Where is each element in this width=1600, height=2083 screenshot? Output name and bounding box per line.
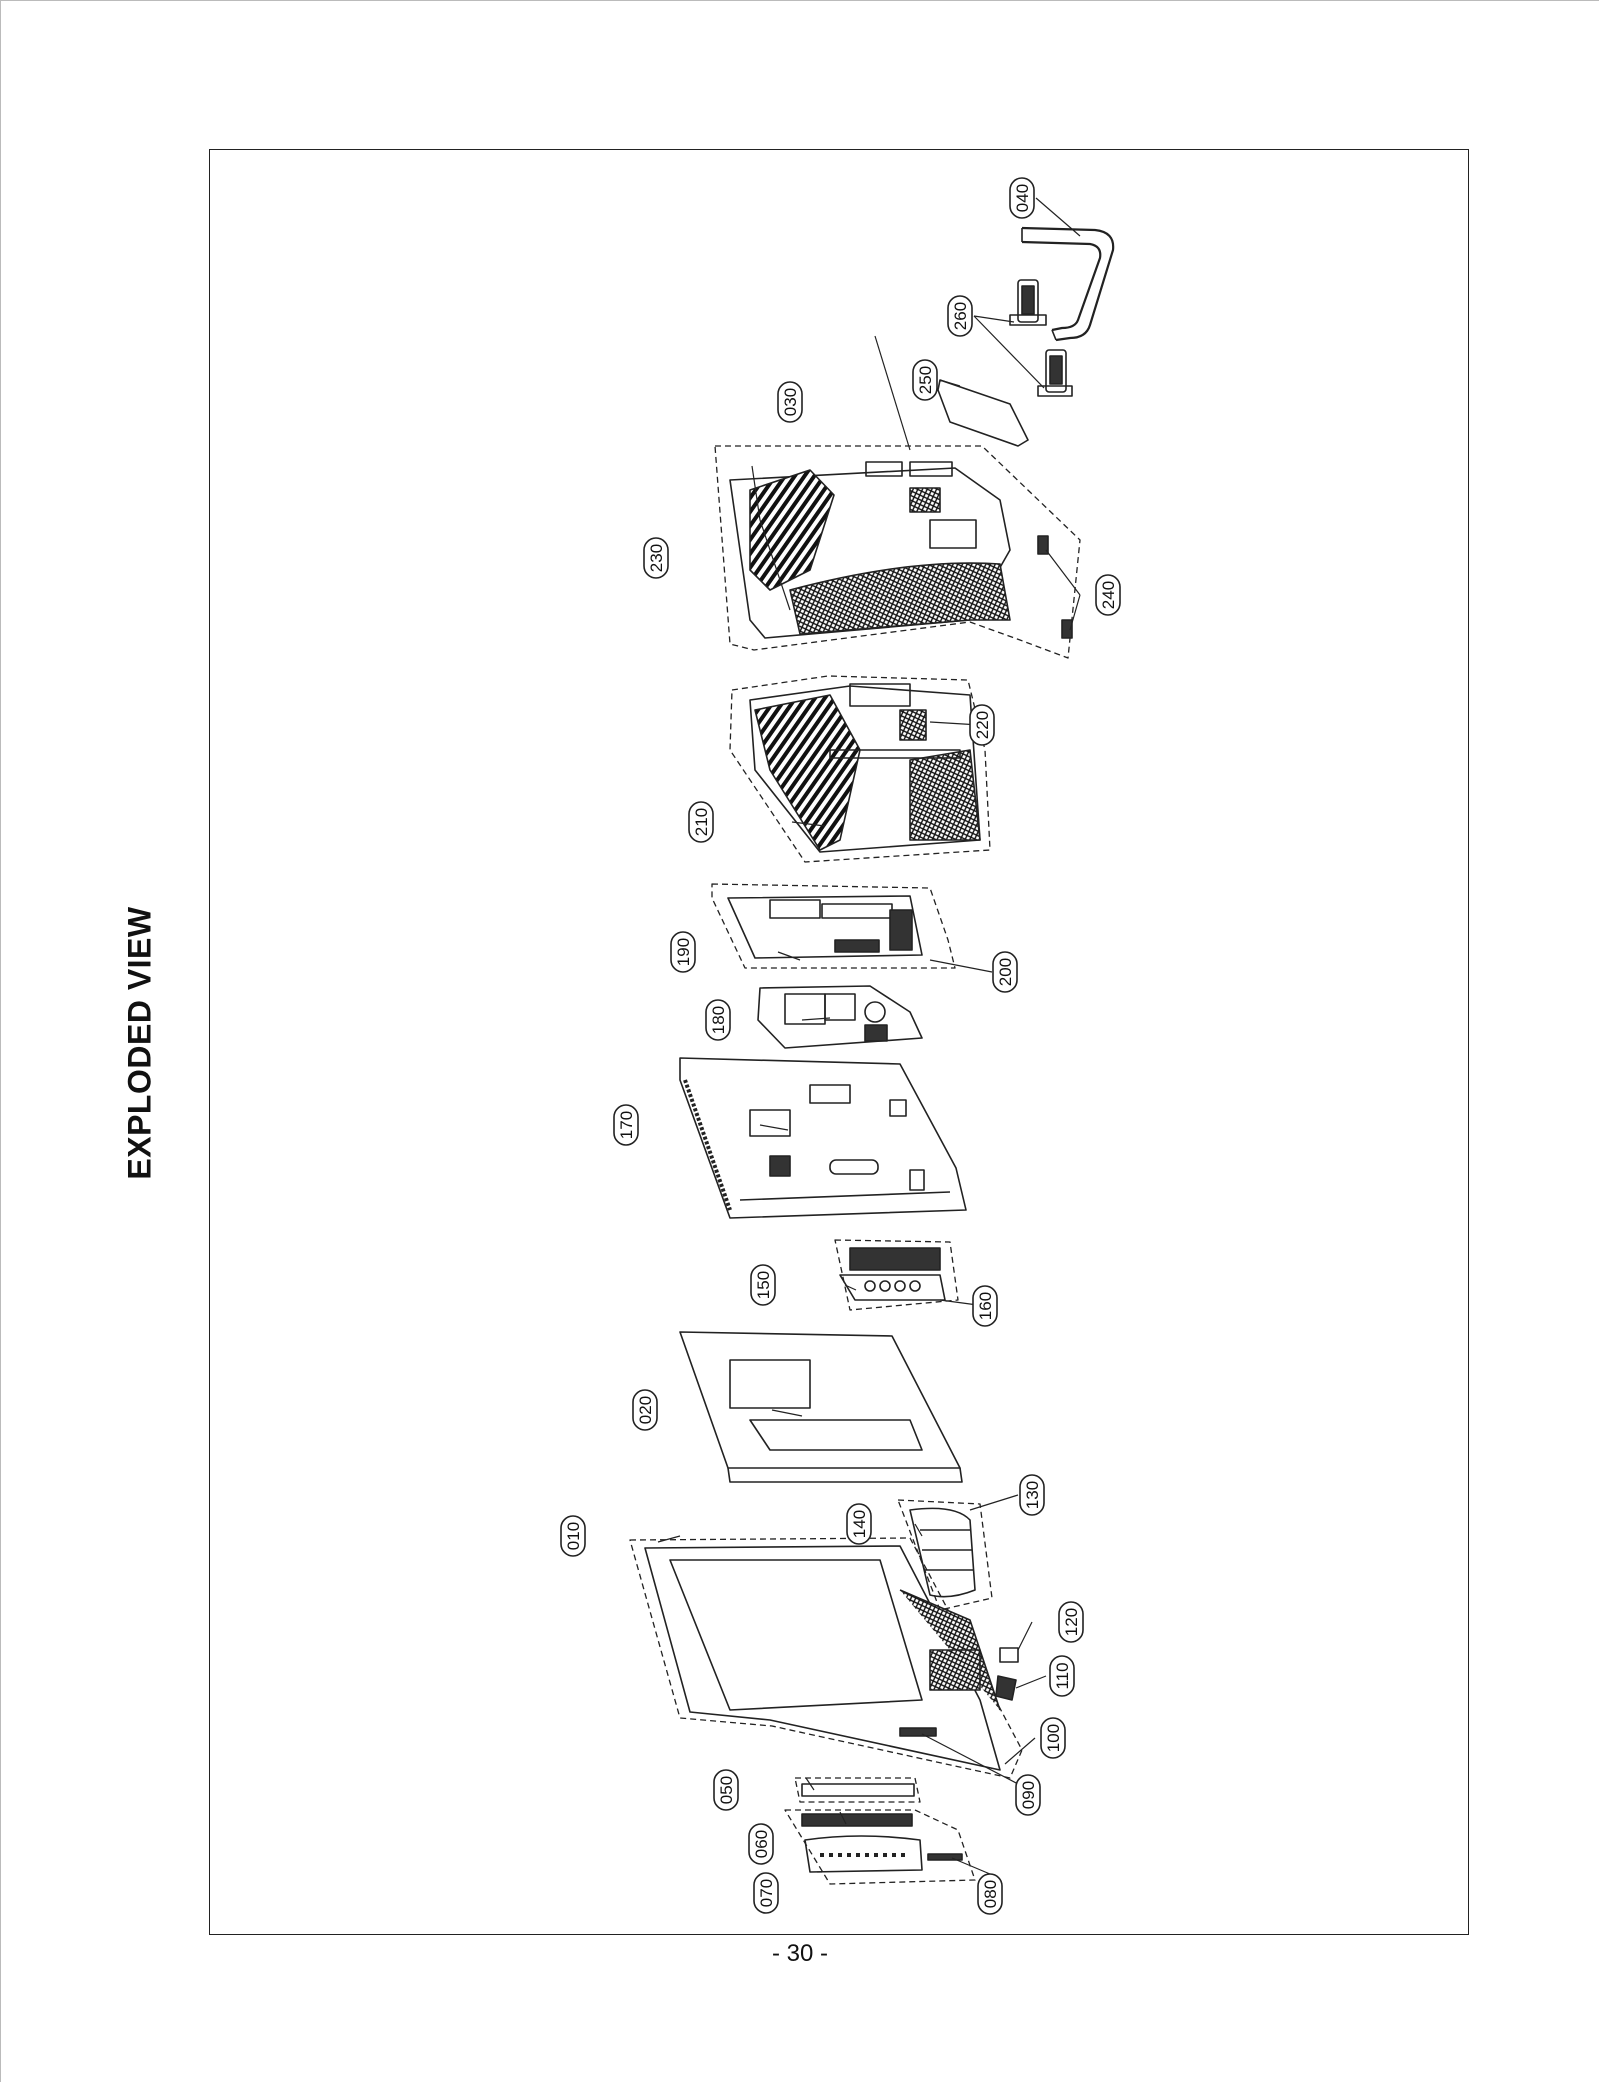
svg-text:030: 030 bbox=[781, 388, 800, 416]
part-av-board bbox=[834, 1239, 959, 1311]
callout-170: 170 bbox=[613, 1104, 639, 1146]
page-number: - 30 - bbox=[771, 1940, 828, 1967]
svg-text:260: 260 bbox=[951, 302, 970, 330]
part-small-parts bbox=[995, 1647, 1019, 1701]
callout-110: 110 bbox=[1049, 1655, 1075, 1697]
part-cover-plate bbox=[937, 379, 1029, 447]
svg-text:140: 140 bbox=[850, 1510, 869, 1538]
callout-250: 250 bbox=[912, 359, 938, 401]
svg-text:250: 250 bbox=[916, 366, 935, 394]
callout-190: 190 bbox=[670, 931, 696, 973]
callout-010: 010 bbox=[560, 1515, 586, 1557]
part-sub-board bbox=[711, 883, 956, 969]
part-shield bbox=[729, 675, 991, 863]
svg-text:090: 090 bbox=[1019, 1781, 1038, 1809]
part-power-board bbox=[757, 985, 923, 1049]
part-back-cover bbox=[714, 445, 1081, 659]
callout-150: 150 bbox=[750, 1264, 776, 1306]
callout-020: 020 bbox=[632, 1389, 658, 1431]
callout-060: 060 bbox=[748, 1823, 774, 1865]
svg-text:210: 210 bbox=[692, 808, 711, 836]
svg-text:060: 060 bbox=[752, 1830, 771, 1858]
callout-260: 260 bbox=[947, 295, 973, 337]
svg-text:180: 180 bbox=[709, 1006, 728, 1034]
svg-text:230: 230 bbox=[647, 544, 666, 572]
callout-100: 100 bbox=[1040, 1717, 1066, 1759]
svg-text:100: 100 bbox=[1044, 1724, 1063, 1752]
part-main-board bbox=[679, 1057, 967, 1219]
page-title: EXPLODED VIEW bbox=[121, 906, 158, 1180]
callout-030: 030 bbox=[777, 381, 803, 423]
svg-text:160: 160 bbox=[976, 1292, 995, 1320]
part-hinges bbox=[1009, 279, 1073, 397]
svg-text:110: 110 bbox=[1053, 1662, 1072, 1689]
svg-text:070: 070 bbox=[757, 1879, 776, 1907]
callout-120: 120 bbox=[1058, 1601, 1084, 1643]
part-clips bbox=[1037, 535, 1073, 639]
svg-text:190: 190 bbox=[674, 938, 693, 966]
part-control-keys bbox=[784, 1777, 976, 1885]
svg-text:050: 050 bbox=[717, 1776, 736, 1804]
callout-130: 130 bbox=[1019, 1474, 1045, 1516]
exploded-view-diagram: 040 260 250 030 230 240 220 210 bbox=[560, 177, 1121, 1915]
part-sensor bbox=[899, 1727, 937, 1737]
callout-140: 140 bbox=[846, 1503, 872, 1545]
svg-text:080: 080 bbox=[981, 1880, 1000, 1908]
svg-text:020: 020 bbox=[636, 1396, 655, 1424]
part-lcd-panel bbox=[679, 1331, 963, 1483]
part-front-cabinet bbox=[629, 1537, 1023, 1779]
callout-070: 070 bbox=[753, 1872, 779, 1914]
svg-text:150: 150 bbox=[754, 1271, 773, 1299]
callout-180: 180 bbox=[705, 999, 731, 1041]
callout-200: 200 bbox=[992, 951, 1018, 993]
callout-240: 240 bbox=[1095, 574, 1121, 616]
callout-210: 210 bbox=[688, 801, 714, 843]
svg-text:120: 120 bbox=[1062, 1608, 1081, 1636]
part-speaker bbox=[897, 1499, 993, 1611]
callout-040: 040 bbox=[1009, 177, 1035, 219]
callout-160: 160 bbox=[972, 1285, 998, 1327]
leader-lines bbox=[657, 197, 1081, 1875]
callout-050: 050 bbox=[713, 1769, 739, 1811]
svg-text:010: 010 bbox=[564, 1522, 583, 1550]
diagram-frame: 040 260 250 030 230 240 220 210 bbox=[209, 149, 1469, 1935]
svg-text:220: 220 bbox=[973, 711, 992, 739]
callout-080: 080 bbox=[977, 1873, 1003, 1915]
callout-220: 220 bbox=[969, 704, 995, 746]
part-stand-handle bbox=[1021, 226, 1115, 342]
svg-text:170: 170 bbox=[617, 1111, 636, 1139]
svg-text:200: 200 bbox=[996, 958, 1015, 986]
svg-text:240: 240 bbox=[1099, 581, 1118, 609]
svg-text:040: 040 bbox=[1013, 184, 1032, 212]
callout-090: 090 bbox=[1015, 1774, 1041, 1816]
callout-230: 230 bbox=[643, 537, 669, 579]
svg-text:130: 130 bbox=[1023, 1481, 1042, 1509]
